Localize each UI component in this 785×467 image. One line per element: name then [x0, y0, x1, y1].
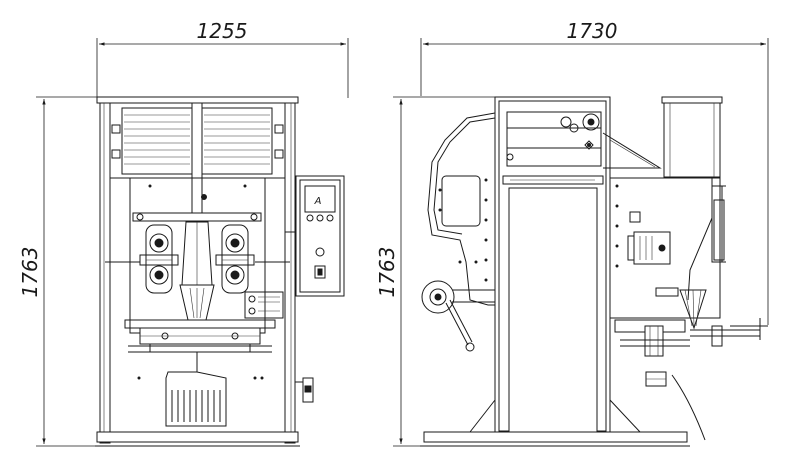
front-height-label: 1763 [18, 247, 42, 298]
front-left-roller-unit [139, 224, 179, 294]
side-cone-funnel [655, 287, 707, 330]
side-right-housing [609, 177, 726, 319]
front-view: 1255 1763 [18, 19, 349, 447]
side-width-dimension: 1730 [420, 19, 769, 325]
side-height-label: 1763 [375, 247, 399, 298]
side-width-label: 1730 [567, 19, 618, 43]
front-cross-bar [132, 212, 262, 222]
side-access-door [508, 187, 598, 433]
front-width-dimension: 1255 [96, 19, 349, 98]
control-panel-label: A [314, 196, 322, 207]
front-top-plate [96, 96, 299, 104]
front-side-valve [295, 377, 314, 403]
side-motor [627, 211, 671, 265]
front-right-post [284, 102, 296, 444]
side-height-dimension: 1763 [375, 96, 495, 447]
side-film-plate [421, 112, 496, 352]
side-upper-mechanism [506, 111, 602, 167]
front-width-label: 1255 [197, 19, 248, 43]
front-base [96, 431, 299, 443]
front-label-plate [244, 291, 284, 319]
side-jaw-slide [614, 318, 768, 357]
front-control-cabinet: A [285, 175, 345, 297]
side-cable [671, 374, 706, 441]
side-film-roll [421, 280, 455, 314]
front-output-comb [165, 371, 227, 427]
control-display-panel [304, 185, 336, 213]
front-sealing-jaws [124, 319, 276, 372]
side-base [420, 399, 690, 447]
front-height-dimension: 1763 [18, 96, 100, 447]
front-right-roller-unit [215, 224, 255, 294]
front-louver-hopper [109, 102, 286, 179]
front-left-post [99, 102, 111, 444]
side-top-hopper [661, 96, 723, 178]
side-view: 1730 1763 [375, 19, 769, 447]
